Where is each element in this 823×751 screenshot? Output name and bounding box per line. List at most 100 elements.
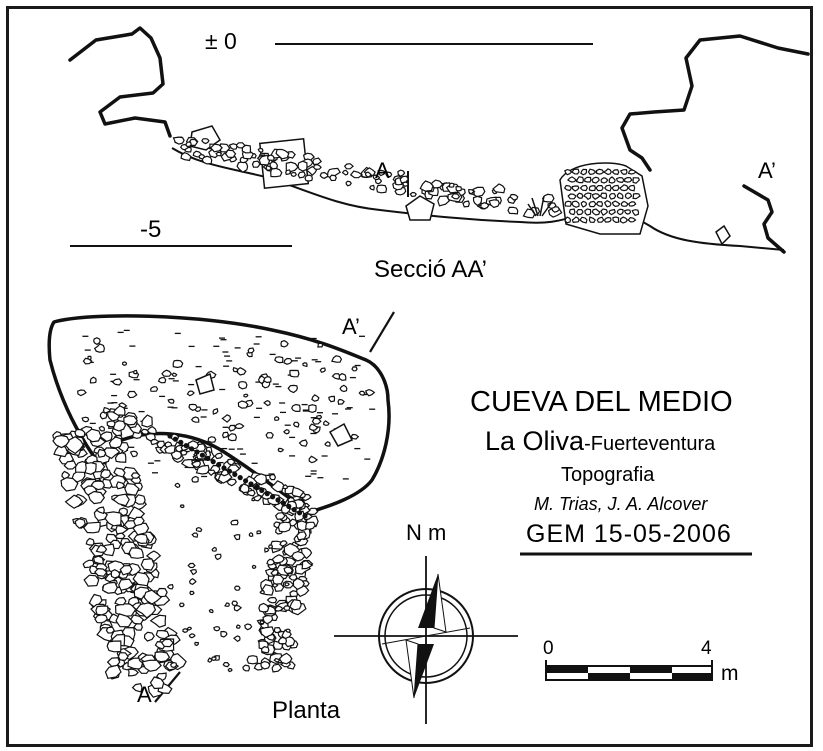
plan-dotted-wall-dot	[221, 465, 227, 471]
plan-rubble-stone	[100, 468, 112, 479]
section-wall-stone	[619, 168, 628, 175]
plan-rubble-stone	[105, 626, 115, 634]
plan-rubble-stone	[272, 574, 285, 585]
plan-rubble-stone	[157, 377, 167, 384]
section-rubble-stone	[541, 193, 555, 203]
plan-rubble-stone	[207, 469, 216, 477]
plan-rubble-stone	[331, 373, 342, 380]
plan-rubble-stone	[235, 624, 241, 629]
section-wall-stone	[620, 200, 629, 207]
section-rubble-stone	[312, 157, 323, 166]
plan-rubble-stone	[308, 404, 317, 414]
plan-rubble-stone	[133, 533, 148, 545]
plan-rubble-stone	[131, 683, 143, 693]
plan-rubble-stone	[117, 651, 129, 661]
plan-rubble-stone	[95, 605, 109, 616]
plan-rubble-stone	[141, 414, 153, 428]
plan-rubble-stone	[298, 439, 308, 447]
section-wall-stone	[628, 201, 637, 207]
plan-rubble-stone	[266, 596, 278, 604]
plan-dotted-wall-dot	[183, 443, 189, 449]
plan-rubble-stone	[214, 452, 224, 460]
section-left-wall	[68, 26, 172, 138]
plan-rubble-stone	[291, 550, 306, 562]
section-rubble-stone	[437, 195, 451, 207]
plan-rubble-stone	[92, 555, 104, 565]
section-rubble-stone	[172, 136, 185, 145]
plan-rubble-stone	[190, 460, 201, 469]
plan-rubble-stone	[207, 436, 217, 443]
plan-rubble-stone	[277, 447, 285, 453]
plan-rubble-stone	[114, 596, 127, 606]
plan-rubble-stone	[211, 546, 217, 552]
section-rubble-stone	[455, 185, 463, 192]
section-wall-stone	[595, 185, 604, 192]
section-wall-stone	[588, 216, 596, 224]
plan-rubble-stone	[106, 657, 121, 668]
section-wall-stone	[611, 184, 620, 192]
section-wall-stone	[615, 176, 625, 184]
plan-rubble-stone	[251, 564, 257, 570]
plan-rubble-stone	[227, 433, 238, 442]
plan-rubble-stone	[108, 436, 123, 449]
plan-rubble-stone	[244, 623, 253, 631]
plan-rubble-stone	[328, 395, 336, 403]
plan-rubble-stone	[282, 484, 289, 490]
plan-rubble-stone	[292, 577, 306, 591]
plan-rubble-stone	[87, 490, 106, 505]
plan-rubble-stone	[292, 421, 300, 428]
plan-rubble-stone	[272, 582, 279, 588]
plan-dotted-wall-dot	[205, 455, 211, 461]
section-wall-stone	[591, 176, 600, 184]
plan-rubble-stone	[146, 425, 157, 435]
plan-rubble-stone	[268, 544, 274, 549]
section-wall-stone	[584, 176, 592, 183]
section-rubble-stone	[472, 195, 483, 207]
section-wall-stone	[612, 216, 620, 224]
plan-rubble-stone	[260, 646, 270, 654]
plan-dotted-wall-dot	[264, 491, 270, 497]
plan-rubble-stone	[274, 605, 284, 612]
plan-rubble-stone	[259, 589, 265, 595]
section-rubble-stone	[297, 160, 308, 172]
section-rubble-stone	[488, 199, 500, 209]
plan-rubble-stone	[113, 405, 126, 416]
section-rubble-stone	[285, 161, 299, 173]
plan-rubble-stone	[236, 366, 247, 376]
plan-rubble-stone	[133, 623, 143, 631]
plan-rubble-stone	[174, 482, 181, 489]
plan-dotted-wall-dot	[172, 436, 178, 442]
section-wall-stone	[616, 208, 624, 216]
plan-rubble-stone	[233, 534, 241, 541]
plan-rubble-stone	[83, 574, 100, 587]
plan-rubble-stone	[95, 506, 105, 515]
plan-rubble-stone	[89, 376, 97, 384]
plan-rubble-stone	[284, 582, 290, 587]
section-wall-stone	[623, 209, 632, 215]
plan-rubble-stone	[150, 439, 161, 446]
section-wall-stone	[579, 216, 588, 224]
plan-rubble-stone	[273, 657, 281, 663]
plan-rubble-stone	[64, 494, 84, 509]
plan-rubble-stone	[246, 655, 259, 665]
section-wall-stone	[619, 184, 629, 192]
plan-rubble-stone	[243, 393, 249, 398]
plan-rubble-stone	[237, 400, 249, 409]
plan-rubble-stone	[182, 628, 189, 633]
plan-rubble-stone	[265, 633, 276, 641]
map-title: CUEVA DEL MEDIO	[470, 386, 733, 418]
section-wall-stone	[596, 216, 605, 223]
plan-rubble-stone	[111, 378, 123, 386]
plan-rubble-stone	[60, 476, 79, 492]
section-rubble-stone	[319, 171, 330, 179]
plan-rubble-stone	[283, 566, 294, 575]
plan-rubble-stone	[169, 661, 178, 669]
plan-rubble-stone	[231, 600, 239, 607]
plan-dotted-wall-dot	[280, 500, 286, 506]
plan-rubble-stone	[208, 608, 214, 614]
plan-rubble-stone	[132, 516, 145, 527]
plan-rubble-stone	[112, 493, 130, 507]
plan-rubble-stone	[317, 342, 324, 348]
plan-rubble-stone	[186, 390, 195, 397]
map-frame	[6, 6, 813, 747]
